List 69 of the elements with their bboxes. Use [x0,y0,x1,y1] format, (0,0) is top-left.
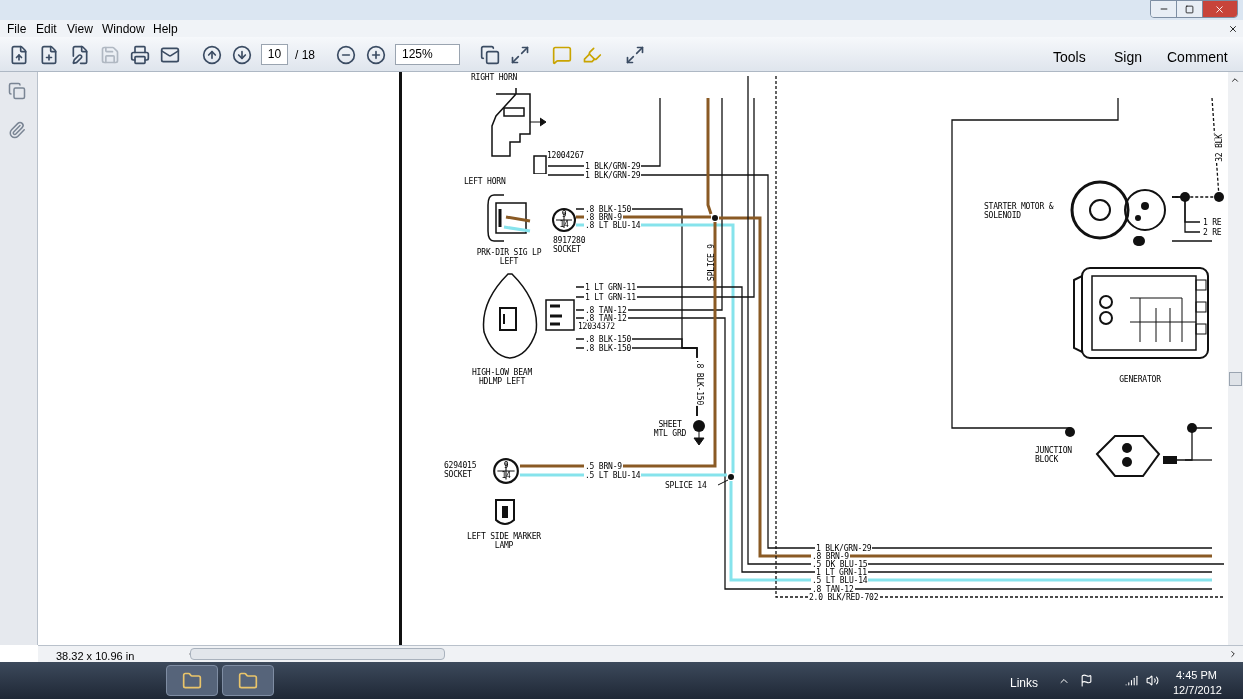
wire-label: 1 BLK/GRN-29 [584,170,642,180]
wire-label: .8 BRN-9 [811,551,850,561]
zoom-field: 125% [395,44,460,65]
pin-number: 9 [560,210,568,219]
wire-label: 1 RE [1202,217,1223,227]
wire [1171,196,1201,233]
wire [706,98,713,215]
clock-date: 12/7/2012 [1173,683,1222,698]
component-label: STARTER MOTOR & SOLENOID [984,202,1054,220]
wire [520,222,717,468]
page-count: / 18 [295,47,315,64]
wire-label: .8 BLK-150 [584,204,633,214]
wire-label: .8 TAN-12 [584,305,628,315]
wire [575,317,1213,590]
menu-item: Window [102,21,145,38]
wire-label: 1 LT GRN-11 [584,282,637,292]
component-label: JUNCTION BLOCK [1035,446,1073,464]
wire-label: 1 LT GRN-11 [584,292,637,302]
wire [951,97,1119,437]
wire [1184,459,1213,461]
component-label: HIGH-LOW BEAM HDLMP LEFT [471,368,533,386]
wire [719,216,1212,558]
wire-label: 32 BLK [1214,133,1224,163]
wire-label: 1 LT GRN-11 [815,567,868,577]
wire-label: 2 RE [1202,227,1223,237]
clock-time: 4:45 PM [1176,668,1217,683]
part-number: 6294015 SOCKET [444,461,478,479]
pin-number: 14 [558,220,570,229]
part-number: 12004267 [547,151,584,160]
wire-label: .8 BLK-150 [584,334,633,344]
component-label: SHEET MTL GRD [652,420,688,438]
component-label: LEFT HORN [464,177,507,186]
wire-label: 1 BLK/GRN-29 [815,543,873,553]
wire-label: .8 BLK-150 [694,357,704,407]
splice-label: SPLICE 14 [665,481,707,490]
toolbar-link: Comment [1167,48,1228,67]
toolbar-link: Sign [1114,48,1143,67]
wire [547,174,1213,549]
page-number-field: 10 [261,44,288,65]
component-label: GENERATOR [1118,375,1162,384]
wire-label: .5 DK BLU-15 [811,559,869,569]
part-number: 12034372 [578,322,615,331]
wire-label: .5 LT BLU-14 [584,470,642,480]
menu-item: Edit [36,21,57,38]
wire [575,286,1213,573]
menu-item: View [67,21,93,38]
pin-number: 9 [502,461,510,470]
component-label: RIGHT HORN [470,73,519,82]
component-label: LEFT SIDE MARKER LAMP [466,532,542,550]
wire-label: 2.0 BLK/RED-702 [808,592,880,602]
pin-number: 14 [500,471,512,480]
wire-label: .8 LT BLU-14 [584,220,642,230]
page-size-text: 38.32 x 10.96 in [56,649,135,664]
wire-label: 1 BLK/GRN-29 [584,161,642,171]
wire-label: .5 LT BLU-14 [811,575,869,585]
wire-label: .8 BRN-9 [584,212,623,222]
toolbar-link: Links [1010,675,1038,692]
wire-label: .8 TAN-12 [584,313,628,323]
menu-item: File [7,21,27,38]
component-label: PRK-DIR SIG LP LEFT [475,248,543,266]
toolbar-link: Tools [1053,48,1086,67]
part-number: 8917280 SOCKET [553,236,587,254]
wire-label: .5 BRN-9 [584,461,623,471]
wire-label: .8 BLK-150 [584,343,633,353]
wire [1171,240,1213,242]
splice-label: SPLICE 9 [706,244,716,281]
menu-item: Help [153,21,178,38]
wire [729,481,1212,582]
wire-label: .8 TAN-12 [811,584,855,594]
